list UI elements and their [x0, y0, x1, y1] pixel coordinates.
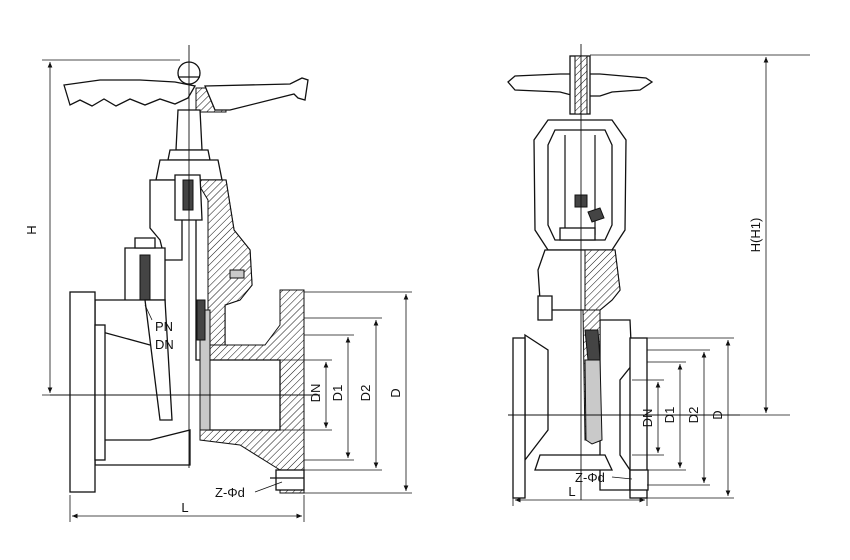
left-valve-view: H L D D2 D1 DN PN DN Z-Φd — [24, 45, 412, 522]
right-valve-view: H(H1) L D D2 D1 DN Z-Φd — [507, 44, 810, 506]
left-label-Z-d: Z-Φd — [215, 485, 245, 500]
left-dim-L: L — [181, 500, 188, 515]
left-handwheel — [63, 61, 309, 113]
right-dim-D2: D2 — [686, 407, 701, 424]
left-label-DN: DN — [155, 337, 174, 352]
right-dim-L: L — [568, 484, 575, 499]
left-dim-D: D — [388, 388, 403, 397]
left-dim-H: H — [24, 225, 39, 234]
right-dim-D1: D1 — [662, 407, 677, 424]
right-dim-DN: DN — [640, 409, 655, 428]
right-dim-H-H1: H(H1) — [748, 218, 763, 253]
left-label-PN: PN — [155, 319, 173, 334]
left-dim-D1: D1 — [330, 385, 345, 402]
left-dim-D2: D2 — [358, 385, 373, 402]
left-dim-DN: DN — [308, 384, 323, 403]
right-label-Z-d: Z-Φd — [575, 470, 605, 485]
right-dim-D: D — [710, 410, 725, 419]
